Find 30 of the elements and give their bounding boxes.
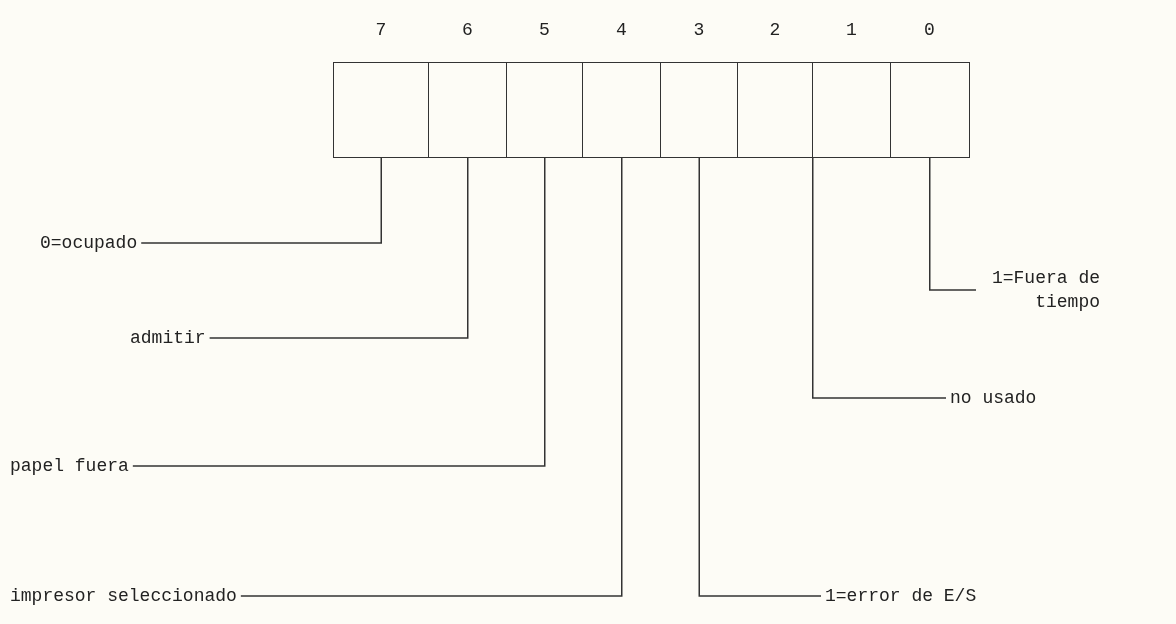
- bit-cell: [812, 62, 892, 158]
- bit-number: 7: [375, 19, 387, 42]
- bit-cell: [737, 62, 814, 158]
- bit-number: 1: [846, 19, 857, 42]
- leader-line: [698, 157, 822, 597]
- bit-description: admitir: [130, 326, 206, 350]
- bit-number: 2: [769, 19, 781, 42]
- leader-line: [812, 157, 947, 399]
- bit-number: 5: [539, 19, 550, 42]
- bit-description: impresor seleccionado: [10, 584, 237, 608]
- bit-cell: [506, 62, 584, 158]
- leader-line: [929, 157, 977, 291]
- bit-description: 0=ocupado: [40, 231, 138, 255]
- bit-cell: [890, 62, 970, 158]
- leader-line: [208, 157, 469, 339]
- leader-line: [132, 157, 546, 467]
- bit-number: 4: [616, 19, 627, 42]
- bit-description: 1=Fuera de tiempo: [980, 266, 1100, 314]
- bit-cell: [582, 62, 662, 158]
- bit-cell: [333, 62, 430, 158]
- bit-description: no usado: [950, 386, 1037, 410]
- bit-number: 3: [693, 19, 705, 42]
- leader-line: [240, 157, 623, 597]
- bit-description: papel fuera: [10, 454, 129, 478]
- bit-number: 0: [924, 19, 935, 42]
- leader-line: [140, 157, 382, 244]
- bit-cell: [428, 62, 508, 158]
- bit-number: 6: [462, 19, 473, 42]
- bit-cell: [660, 62, 739, 158]
- bit-description: 1=error de E/S: [825, 584, 977, 608]
